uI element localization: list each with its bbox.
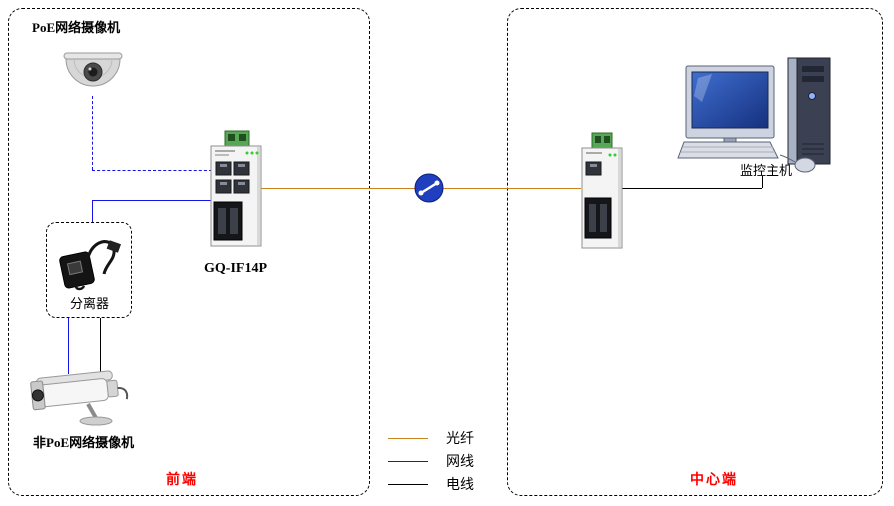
wire-line-converter-to-host xyxy=(622,188,762,189)
workstation-icon xyxy=(677,57,831,173)
ethernet-dashed-line-horizontal xyxy=(92,170,212,171)
monitor-host-label: 监控主机 xyxy=(740,163,793,178)
ethernet-legend-line xyxy=(388,460,428,462)
legend-item-fiber: 光纤 xyxy=(388,429,474,447)
poe-splitter-icon xyxy=(59,240,122,291)
ethernet-line-splitter-to-camera xyxy=(68,318,69,374)
power-line-splitter-to-camera xyxy=(100,318,101,374)
ethernet-legend-label: 网线 xyxy=(446,455,474,470)
fiber-legend-line xyxy=(388,437,428,439)
ethernet-line-switch-to-splitter-v xyxy=(92,200,93,223)
center-zone-label: 中心端 xyxy=(690,473,738,488)
poe-switch-device xyxy=(210,130,262,247)
wire-legend-line xyxy=(388,483,428,485)
wire-legend-label: 电线 xyxy=(446,478,474,493)
front-zone-label: 前端 xyxy=(166,473,198,488)
rj45-port xyxy=(215,179,232,194)
rj45-port xyxy=(585,161,602,176)
monitor-screen xyxy=(691,71,769,129)
legend-item-ethernet: 网线 xyxy=(388,452,474,470)
front-zone-box xyxy=(8,8,370,496)
rj45-port xyxy=(215,161,232,176)
splitter-box xyxy=(46,222,132,318)
switch-label: GQ-IF14P xyxy=(204,261,267,276)
media-converter-device xyxy=(581,132,623,249)
center-zone-box xyxy=(507,8,883,496)
splitter-label: 分离器 xyxy=(70,296,110,311)
non-poe-camera-label: 非PoE网络摄像机 xyxy=(33,435,135,450)
dome-camera-icon xyxy=(63,52,123,87)
wire-line-host-drop xyxy=(762,176,763,188)
fiber-coupler-icon xyxy=(414,173,444,203)
camera-lens xyxy=(31,389,44,402)
fiber-legend-label: 光纤 xyxy=(446,432,474,447)
ethernet-line-switch-to-splitter-h xyxy=(92,200,212,201)
rj45-port xyxy=(233,179,250,194)
ethernet-dashed-line-vertical xyxy=(92,96,93,170)
mouse xyxy=(794,157,816,173)
fiber-port-module xyxy=(584,197,612,239)
bullet-camera-icon xyxy=(30,370,129,426)
legend-item-wire: 电线 xyxy=(388,475,474,493)
rj45-port xyxy=(233,161,250,176)
keyboard xyxy=(677,141,779,159)
poe-camera-label: PoE网络摄像机 xyxy=(32,20,121,35)
